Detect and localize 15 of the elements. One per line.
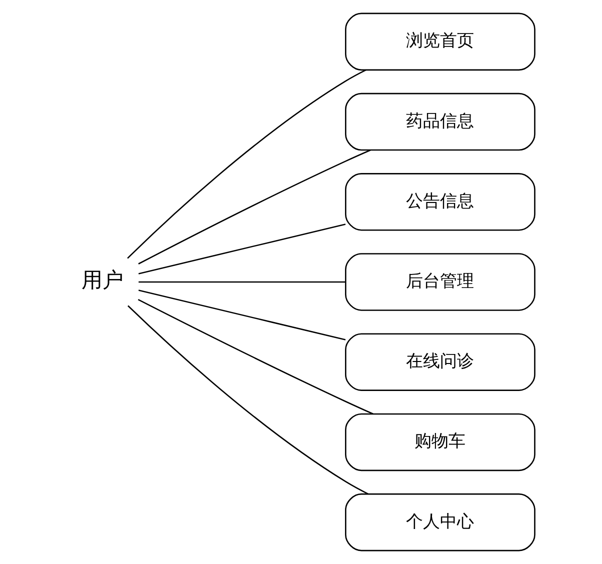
connector (138, 150, 371, 264)
connector (138, 281, 346, 283)
connector (138, 298, 374, 415)
node-box: 购物车 (345, 413, 536, 472)
node-box: 在线问诊 (345, 333, 536, 391)
node-box: 公告信息 (345, 173, 536, 231)
connector (138, 224, 346, 274)
connector (128, 305, 368, 494)
node-box: 个人中心 (345, 493, 536, 552)
connector (138, 290, 346, 340)
node-box: 药品信息 (345, 92, 536, 151)
node-box: 后台管理 (345, 253, 536, 311)
node-text: 用户 (82, 266, 124, 292)
connector (127, 69, 366, 259)
node-box: 浏览首页 (345, 12, 536, 71)
